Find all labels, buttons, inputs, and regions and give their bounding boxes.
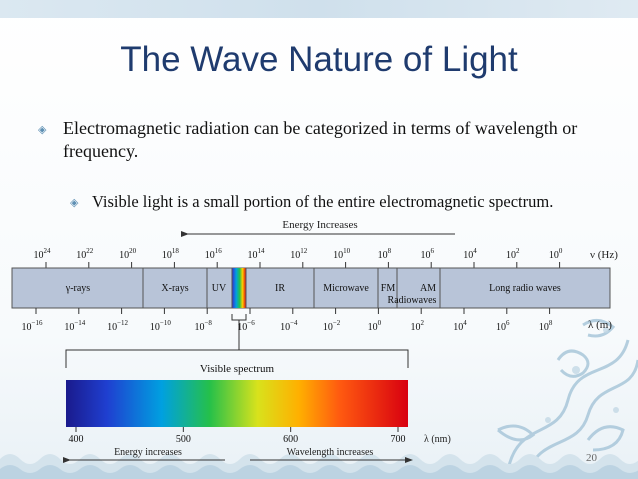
visible-spectrum-label: Visible spectrum [200, 363, 275, 375]
visible-spectrum-bar [66, 380, 408, 427]
energy-increases-label: Energy Increases [282, 219, 357, 231]
nm-tick-label: 500 [176, 434, 191, 445]
wavelength-tick-label: 106 [496, 319, 510, 333]
region-am: AM [420, 283, 436, 294]
region-fm: FM [381, 283, 396, 294]
wavelength-tick-label: 10−4 [280, 319, 298, 333]
frequency-tick-label: 1014 [248, 247, 266, 261]
nm-tick-label: 600 [283, 434, 298, 445]
energy-increases-bottom-label: Energy increases [114, 447, 182, 458]
frequency-tick-label: 1024 [34, 247, 52, 261]
visible-bracket [65, 349, 409, 368]
wavelength-tick-label: 100 [368, 319, 382, 333]
region-microwave: Microwave [323, 283, 369, 294]
region-x-rays: X-rays [161, 283, 188, 294]
wavelength-tick-label: 10−12 [107, 319, 128, 333]
wavelength-tick-label: 10−6 [237, 319, 255, 333]
header-band [0, 0, 638, 18]
frequency-tick-label: 1010 [333, 247, 351, 261]
frequency-unit: ν (Hz) [590, 249, 618, 261]
visible-strip [232, 268, 246, 308]
frequency-tick-label: 1016 [205, 247, 223, 261]
slide-title: The Wave Nature of Light [120, 40, 518, 79]
wavelength-axis: 10−16 10−14 10−12 10−10 10−8 10−6 10−4 10−2 100 1… [22, 308, 553, 333]
frequency-tick-label: 106 [420, 247, 434, 261]
bullet-diamond-icon: ◈ [38, 124, 47, 136]
wavelength-tick-label: 108 [539, 319, 553, 333]
page-number: 20 [586, 452, 597, 464]
nm-tick-label: 400 [69, 434, 84, 445]
nm-unit: λ (nm) [424, 434, 451, 445]
frequency-tick-label: 1020 [119, 247, 137, 261]
bullet-text-1: Electromagnetic radiation can be categor… [63, 118, 578, 161]
frequency-tick-label: 100 [549, 247, 563, 261]
nm-tick-label: 700 [391, 434, 406, 445]
frequency-tick-label: 108 [378, 247, 392, 261]
wavelength-unit: λ (m) [588, 319, 612, 331]
wavelength-tick-label: 10−14 [64, 319, 85, 333]
wavelength-increases-label: Wavelength increases [287, 447, 374, 458]
spectrum-band [11, 267, 611, 309]
wavelength-tick-label: 10−10 [150, 319, 171, 333]
region-long-radio-waves: Long radio waves [489, 283, 561, 294]
region-uv: UV [212, 283, 227, 294]
frequency-tick-label: 1018 [162, 247, 180, 261]
frequency-tick-label: 104 [463, 247, 477, 261]
bullet-diamond-icon: ◈ [70, 197, 79, 209]
frequency-axis: 1024 1022 1020 1018 1016 1014 1012 1010 108 106 10… [34, 247, 563, 268]
wavelength-tick-label: 104 [453, 319, 467, 333]
frequency-tick-label: 102 [506, 247, 520, 261]
wavelength-tick-label: 10−8 [194, 319, 212, 333]
region-gamma-rays: γ-rays [65, 283, 91, 294]
wavelength-tick-label: 10−2 [323, 319, 341, 333]
dragon-decoration-icon [497, 319, 638, 476]
nm-axis: 400 500 600 700 [69, 427, 406, 445]
region-radiowaves: Radiowaves [388, 295, 437, 306]
wavelength-tick-label: 102 [410, 319, 424, 333]
region-ir: IR [275, 283, 285, 294]
bullet-text-2: Visible light is a small portion of the … [92, 192, 554, 211]
frequency-tick-label: 1022 [76, 247, 94, 261]
frequency-tick-label: 1012 [290, 247, 308, 261]
wavelength-tick-label: 10−16 [22, 319, 43, 333]
